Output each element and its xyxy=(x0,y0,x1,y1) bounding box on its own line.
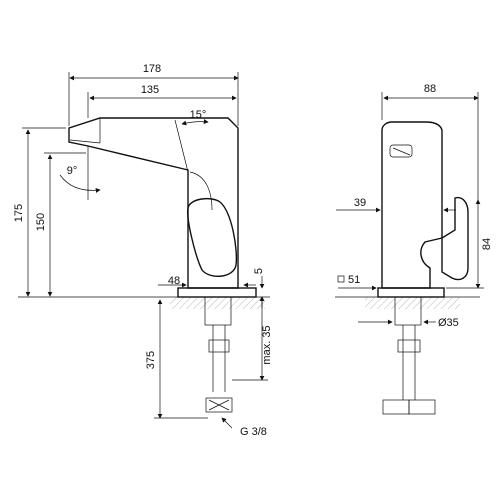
dim-51: 51 xyxy=(348,274,360,286)
dim-375: 375 xyxy=(145,351,157,369)
aerator xyxy=(389,144,413,158)
aerator-detail xyxy=(392,147,411,156)
dim-84: 84 xyxy=(481,238,493,250)
deck-hatch xyxy=(170,297,265,309)
angle-guide xyxy=(174,119,189,173)
dim-178: 178 xyxy=(143,63,161,75)
base-plate xyxy=(377,287,445,298)
dim-48: 48 xyxy=(168,275,180,287)
hose-nut xyxy=(205,397,233,413)
angle-9: 9° xyxy=(67,165,78,177)
dim-5: 5 xyxy=(253,268,265,274)
base-plate xyxy=(177,287,257,298)
angle-arc-9 xyxy=(59,174,101,193)
leader-g38 xyxy=(221,417,233,429)
dim-135: 135 xyxy=(141,84,159,96)
faucet-body xyxy=(381,121,443,289)
side-view: 178 135 15° 9° 175 150 48 5 max. 35 xyxy=(13,63,273,438)
square-symbol xyxy=(337,275,345,283)
front-view: 88 39 84 51 Ø35 xyxy=(335,83,493,415)
dim-35: Ø35 xyxy=(438,317,459,329)
spout-body xyxy=(68,117,239,289)
dim-max35: max. 35 xyxy=(261,325,273,364)
dim-88: 88 xyxy=(424,83,436,95)
hose-fitting xyxy=(397,339,421,353)
angle-arc-15 xyxy=(181,119,209,126)
deck-hatch xyxy=(365,297,460,309)
spout-tip-detail xyxy=(69,118,101,144)
hose-nut-detail xyxy=(208,399,230,411)
mounting-nut xyxy=(394,296,422,326)
dim-39: 39 xyxy=(354,197,366,209)
hose-nut xyxy=(382,399,410,415)
lever-side xyxy=(441,196,469,281)
hose-nut xyxy=(408,399,436,415)
hose-fitting xyxy=(208,339,230,353)
mounting-nut xyxy=(204,296,232,326)
dim-175: 175 xyxy=(13,204,25,222)
lever-handle xyxy=(187,197,238,277)
angle-15: 15° xyxy=(190,109,207,121)
dim-150: 150 xyxy=(35,213,47,231)
dim-g38: G 3/8 xyxy=(240,426,267,438)
body-curve xyxy=(189,171,213,211)
